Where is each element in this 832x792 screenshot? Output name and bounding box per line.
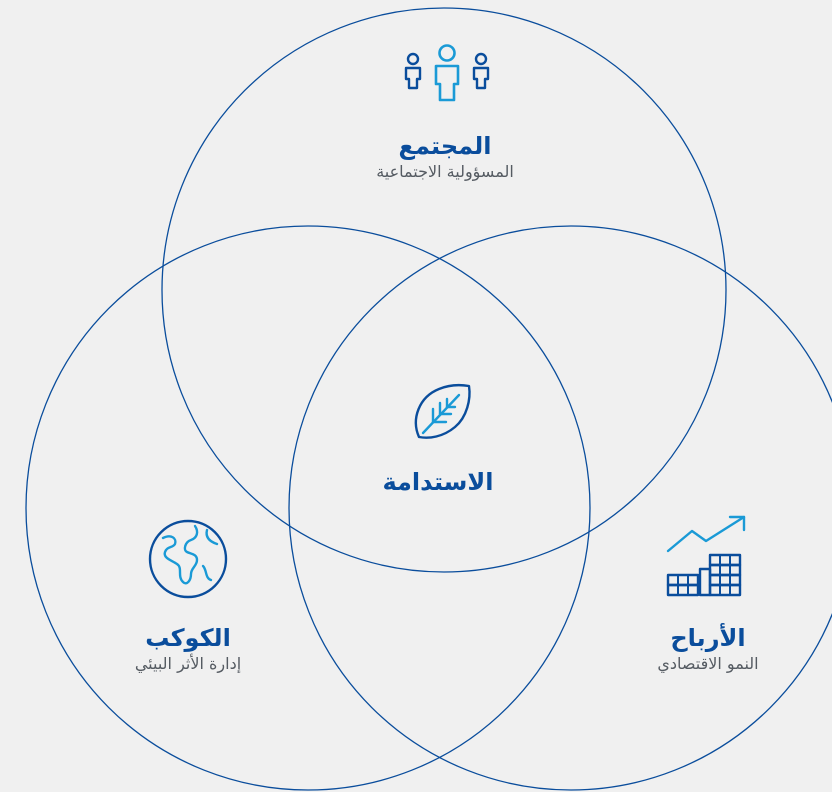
society-label: المجتمع المسؤولية الاجتماعية [320, 132, 570, 182]
profit-title: الأرباح [670, 624, 746, 652]
society-subtitle: المسؤولية الاجتماعية [376, 162, 514, 181]
growth-coins-icon [664, 513, 750, 599]
globe-icon [145, 516, 231, 602]
leaf-icon [409, 381, 475, 443]
planet-label: الكوكب إدارة الأثر البيئي [88, 624, 288, 674]
circle-planet [25, 225, 591, 791]
planet-title: الكوكب [145, 624, 231, 652]
planet-subtitle: إدارة الأثر البيئي [134, 654, 242, 673]
circle-profit [288, 225, 832, 791]
profit-subtitle: النمو الاقتصادي [657, 654, 759, 673]
people-icon [404, 44, 494, 118]
center-title: الاستدامة [382, 468, 494, 496]
center-label: الاستدامة [338, 468, 538, 496]
profit-label: الأرباح النمو الاقتصادي [608, 624, 808, 674]
society-title: المجتمع [398, 132, 492, 160]
circle-society [161, 7, 727, 573]
